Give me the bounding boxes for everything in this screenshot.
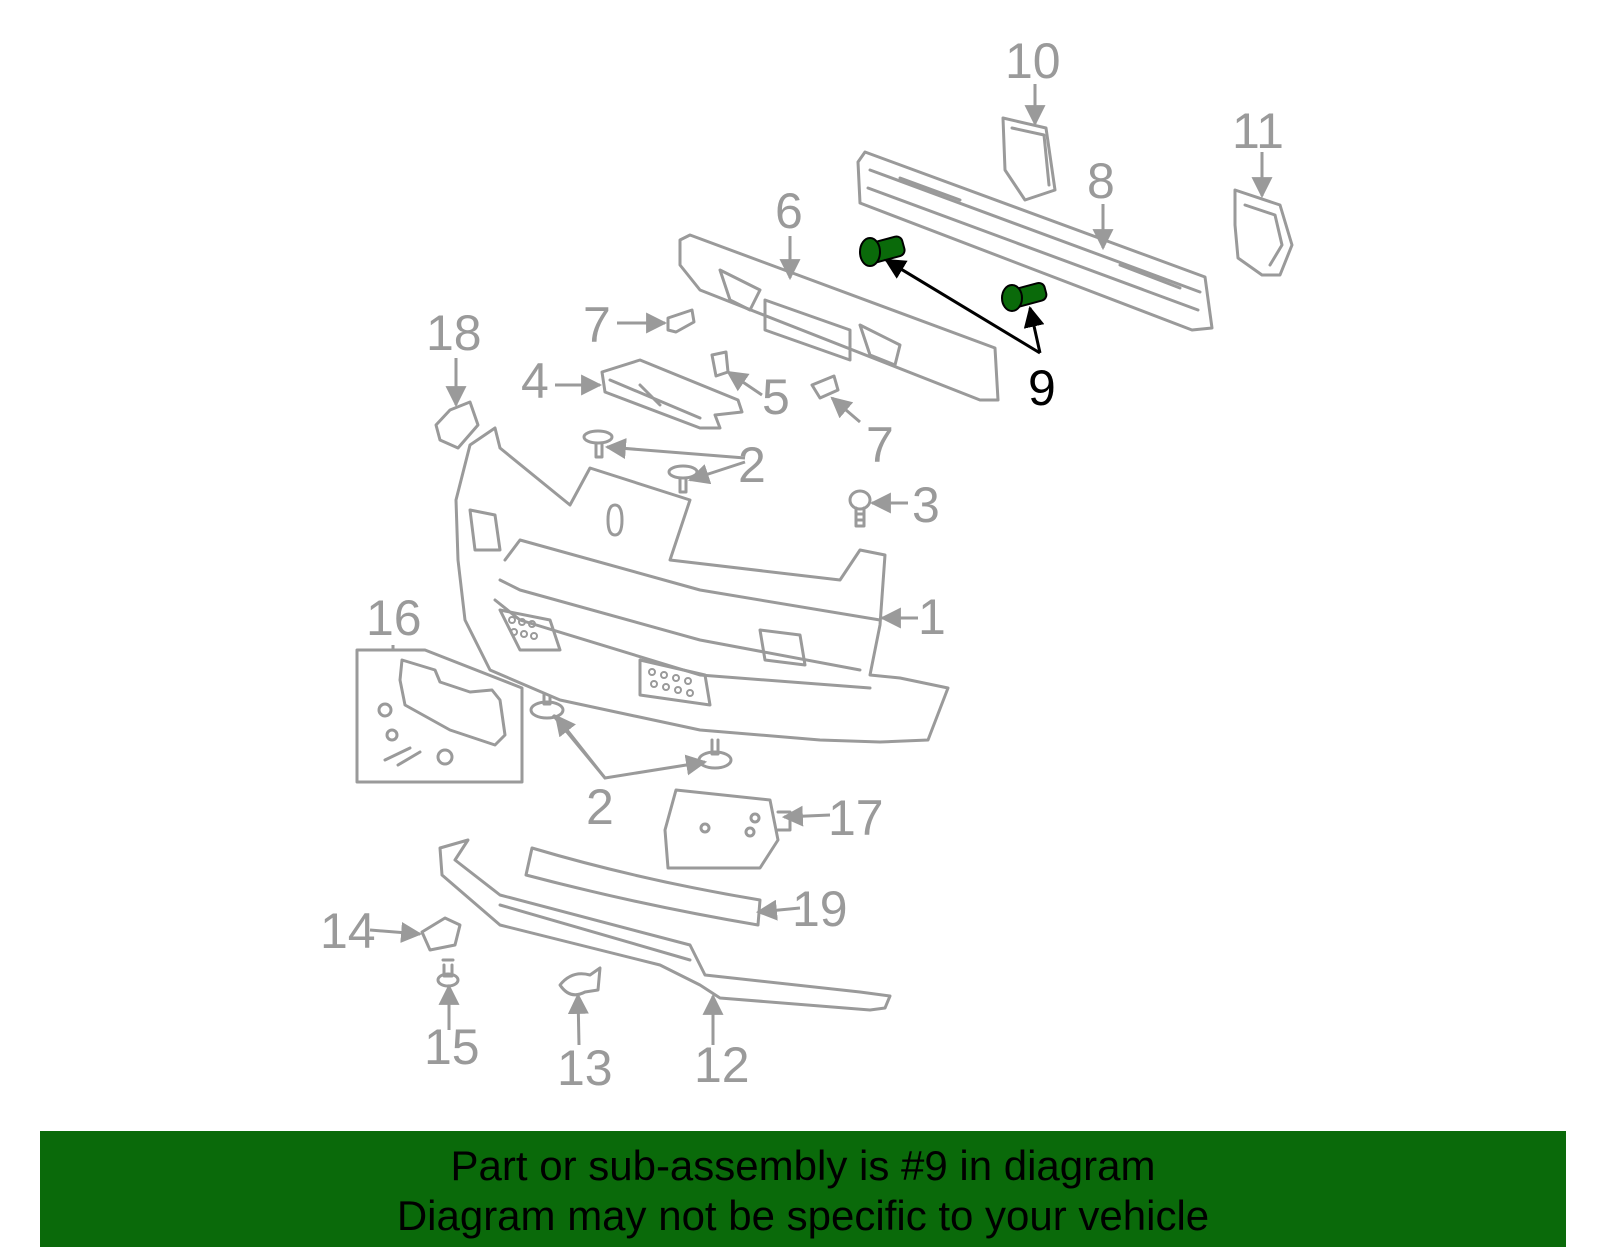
part-1-grille-mesh-left	[508, 616, 538, 640]
part-2-pin-a	[582, 429, 614, 459]
callout-17: 17	[828, 790, 884, 846]
part-14-nut	[420, 916, 462, 952]
callout-8: 8	[1087, 153, 1115, 209]
callout-12: 12	[694, 1037, 750, 1093]
callout-1: 1	[918, 589, 946, 645]
part-18-clip	[434, 400, 480, 450]
callout-2-lower: 2	[586, 779, 614, 835]
part-13-clip	[558, 966, 602, 997]
callout-2-upper: 2	[738, 437, 766, 493]
leader-lines-part-9	[884, 258, 1045, 355]
part-12-spoiler	[438, 838, 892, 1012]
callout-14: 14	[320, 903, 376, 959]
callout-3: 3	[912, 477, 940, 533]
callout-labels: 1 2 2 3 4 5 6 7 7 8 9 10 11 12 13 14 15 …	[320, 33, 1284, 1096]
part-9-bolt-right	[1001, 281, 1048, 312]
leader-lines	[369, 84, 1273, 1046]
callout-15: 15	[424, 1019, 480, 1075]
callout-7-lower: 7	[866, 417, 894, 473]
part-19-trim-strip	[524, 846, 762, 927]
part-4-bracket	[600, 358, 744, 430]
callout-4: 4	[521, 353, 549, 409]
part-9-bolt-left	[859, 235, 906, 267]
callout-6: 6	[775, 183, 803, 239]
callout-7-upper: 7	[583, 297, 611, 353]
callout-18: 18	[426, 305, 482, 361]
part-15-screw	[436, 958, 460, 988]
part-1-grille-mesh-right	[648, 668, 694, 697]
callout-5: 5	[762, 369, 790, 425]
part-2-pin-d	[697, 738, 733, 770]
callout-9: 9	[1028, 360, 1056, 416]
part-6-energy-absorber	[678, 233, 1000, 402]
banner-line-part: Part or sub-assembly is #9 in diagram	[450, 1142, 1156, 1189]
callout-19: 19	[792, 881, 848, 937]
callout-10: 10	[1005, 33, 1061, 89]
part-11-bracket	[1233, 188, 1294, 277]
callout-11: 11	[1232, 103, 1284, 159]
part-8-reinforcement-bar	[856, 150, 1214, 332]
info-banner: Part or sub-assembly is #9 in diagram Di…	[40, 1131, 1566, 1247]
part-16-license-bracket-kit	[355, 648, 524, 784]
banner-line-disclaimer: Diagram may not be specific to your vehi…	[396, 1192, 1210, 1239]
part-3-screw	[848, 489, 872, 528]
part-7-clip-lower	[810, 374, 840, 400]
part-10-bracket	[1001, 116, 1057, 202]
part-7-clip-upper	[666, 308, 696, 334]
part-5-clip	[710, 350, 730, 378]
callout-16: 16	[366, 590, 422, 646]
part-17-fog-lamp	[663, 788, 792, 870]
callout-13: 13	[557, 1040, 613, 1096]
part-1-bumper-cover	[454, 426, 950, 744]
